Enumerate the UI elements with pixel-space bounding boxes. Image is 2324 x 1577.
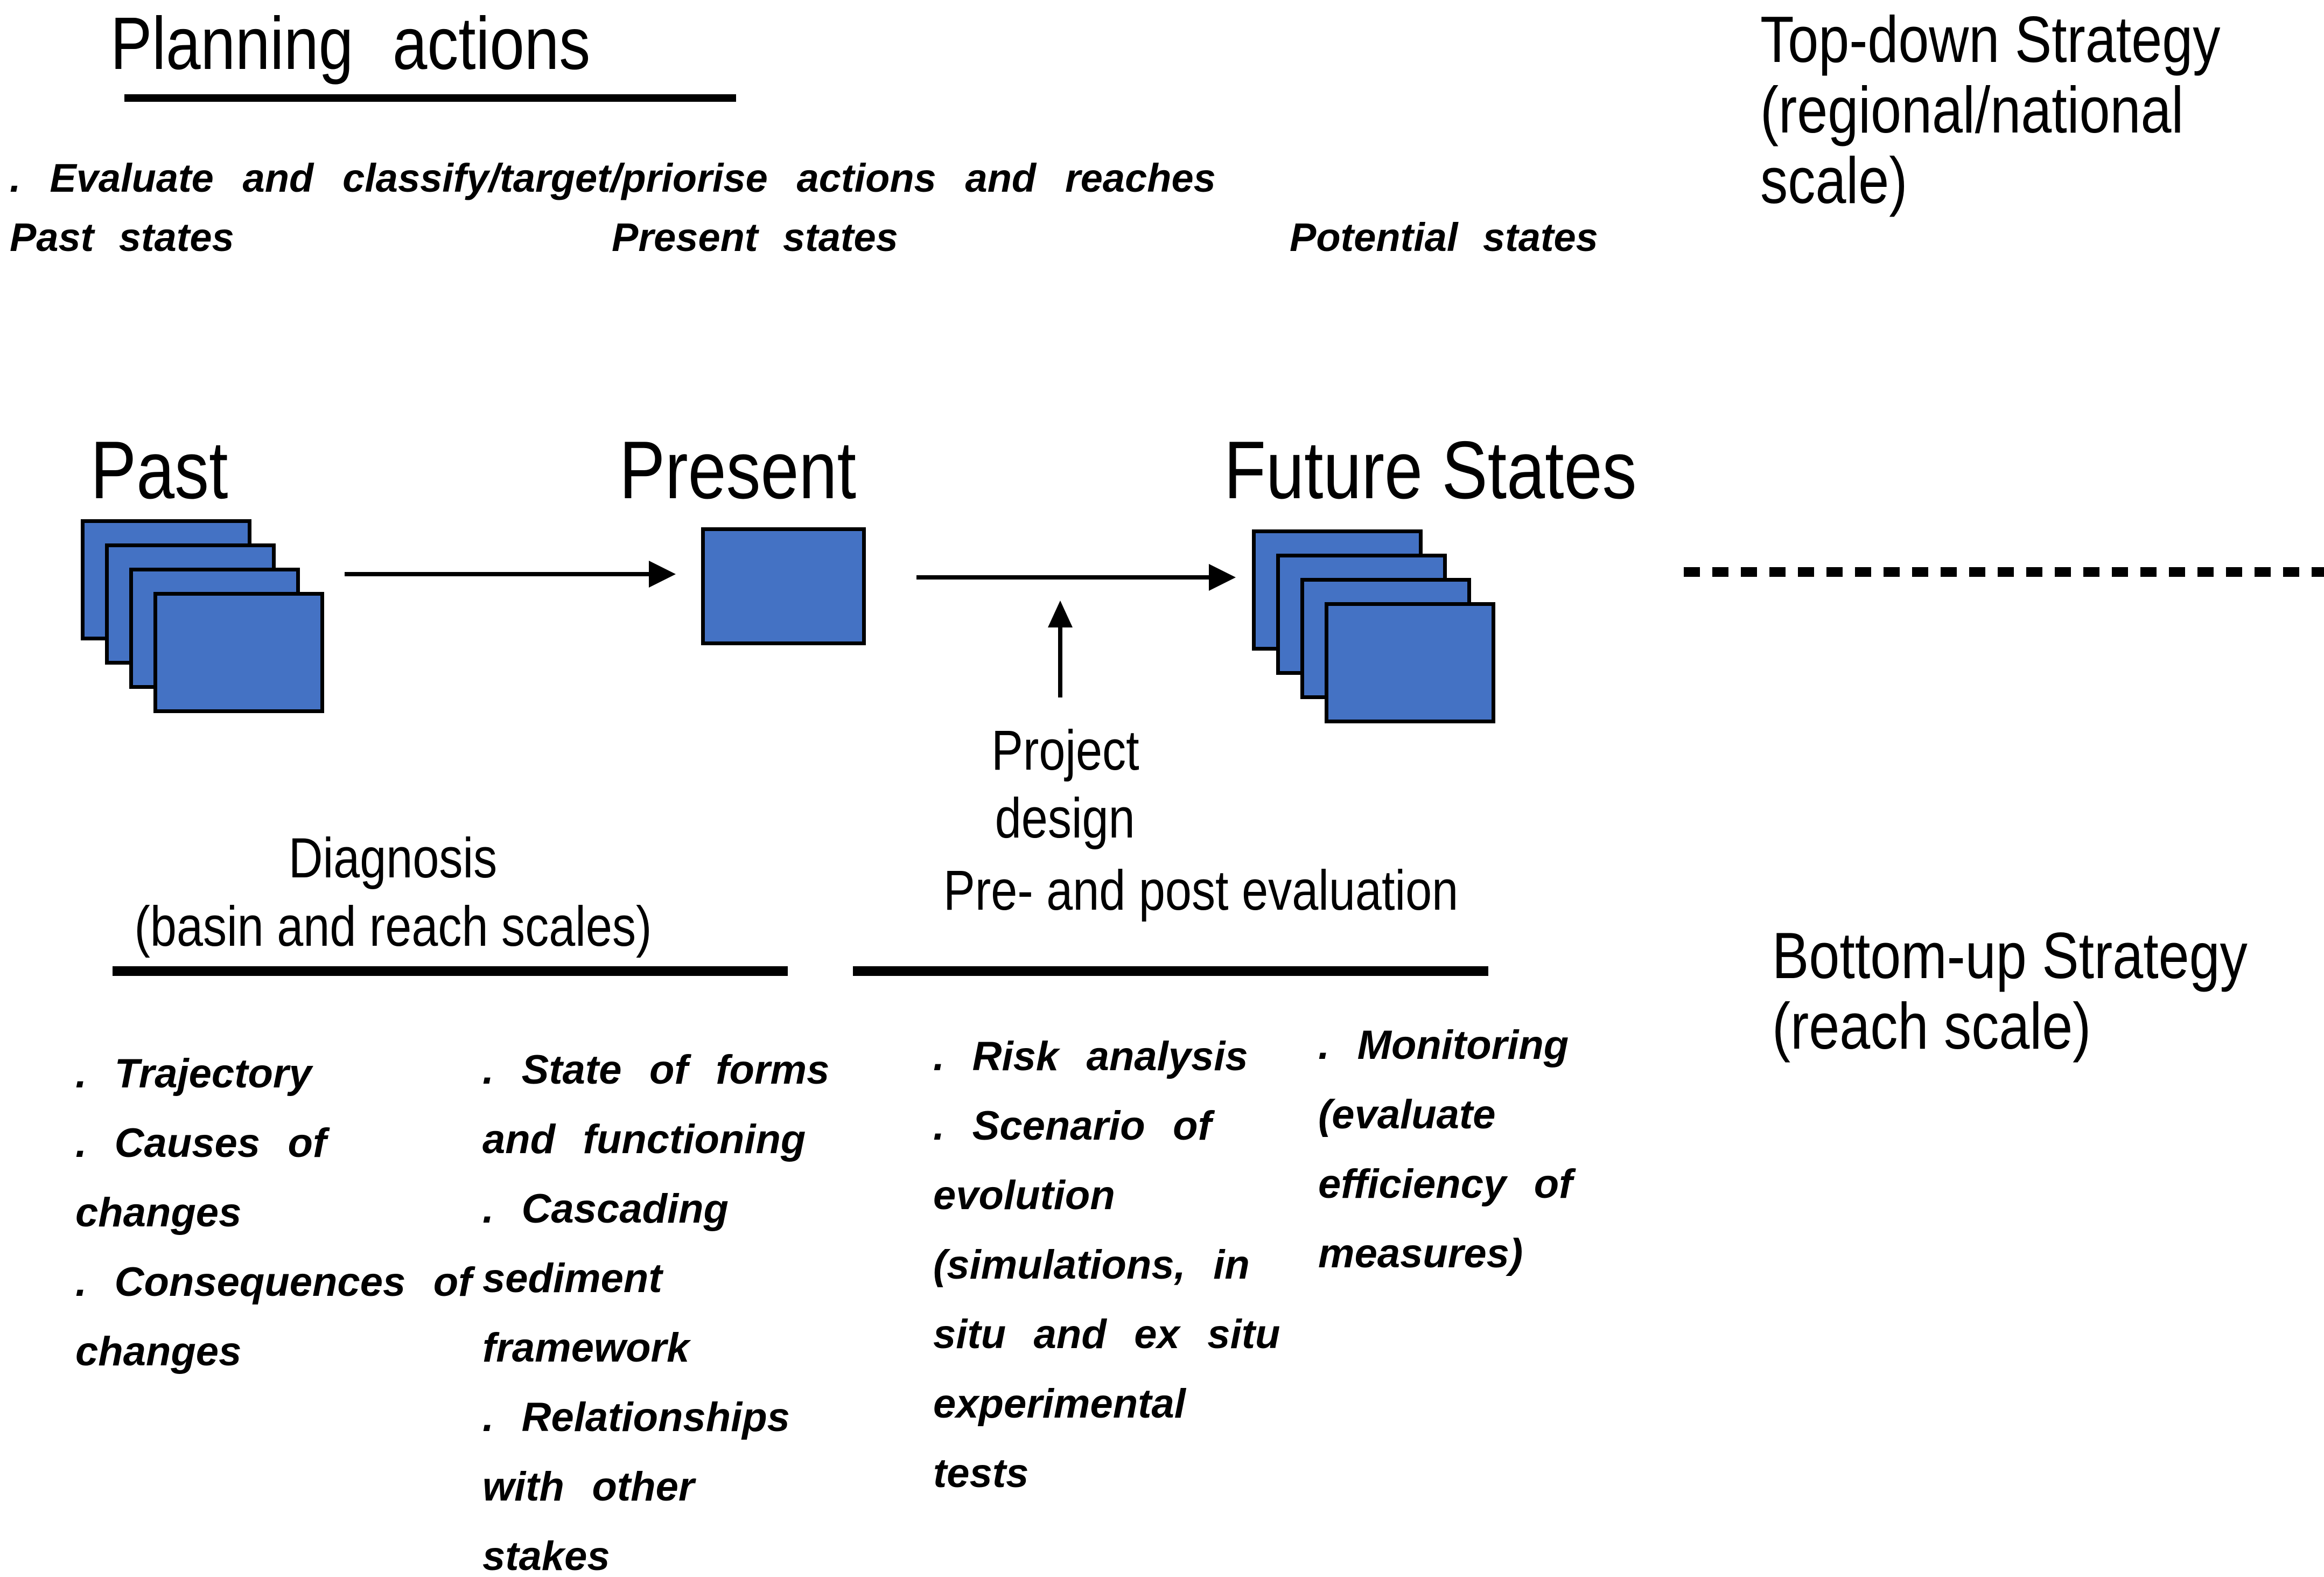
planning-actions-title-text: Planning actions [110,2,591,85]
project-design-line1-text: Project [991,719,1139,782]
list-item: . Risk analysis [933,1034,1248,1079]
top-down-strategy-label: Top-down Strategy (regional/national sca… [1760,4,2308,216]
evaluation-list-col2: . Monitoring (evaluate efficiency of mea… [1318,1010,1572,1288]
list-item: measures) [1318,1231,1523,1276]
evaluation-title: Pre- and post evaluation [878,857,1524,925]
present-heading-text: Present [619,424,857,516]
diagnosis-line2-text: (basin and reach scales) [134,895,652,958]
planning-actions-title: Planning actions [110,1,682,87]
diagnosis-title: Diagnosis (basin and reach scales) [43,824,743,961]
list-item: situ and ex situ [933,1311,1280,1357]
future-state-card [1325,602,1495,723]
bottom-up-strategy-line2-text: (reach scale) [1772,989,2091,1063]
planning-underline [124,94,736,102]
diagnosis-list-col1: . Trajectory . Causes of changes . Conse… [75,1039,472,1386]
past-states-stack [81,519,328,718]
bottom-up-strategy-line1: Bottom-up Strategy [1772,920,2324,991]
list-item: sediment [482,1255,662,1301]
list-item: experimental [933,1381,1186,1427]
present-state-box [701,527,866,645]
list-item: changes [75,1190,242,1236]
list-item: . Consequences of [75,1259,472,1305]
top-down-strategy-line3: scale) [1760,145,2308,216]
past-state-card [153,592,324,713]
top-down-strategy-line1: Top-down Strategy [1760,4,2308,75]
future-states-heading: Future States [1224,425,1715,515]
arrow-shaft [916,575,1212,580]
top-down-strategy-line1-text: Top-down Strategy [1760,3,2221,76]
list-item: . Scenario of [933,1103,1212,1149]
list-item: evolution [933,1173,1115,1218]
list-item: efficiency of [1318,1161,1573,1207]
future-states-stack [1252,529,1500,729]
arrow-shaft [1058,626,1062,697]
present-heading: Present [619,425,901,515]
list-item: (simulations, in [933,1242,1250,1288]
list-item: . Monitoring [1318,1022,1569,1068]
list-item: changes [75,1329,242,1374]
list-item: (evaluate [1318,1092,1496,1138]
arrow-past-to-present-icon [345,561,676,588]
top-down-strategy-line2: (regional/national [1760,75,2308,145]
arrow-head-right-icon [1209,564,1236,591]
bottom-up-strategy-line1-text: Bottom-up Strategy [1772,919,2248,992]
list-item: . Causes of [75,1120,327,1166]
top-down-strategy-line3-text: scale) [1760,144,1908,217]
list-item: with other [482,1464,695,1510]
list-item: . Relationships [482,1394,790,1440]
potential-states-label: Potential states [1290,215,1598,260]
diagnosis-line2: (basin and reach scales) [43,892,743,961]
top-down-strategy-line2-text: (regional/national [1760,73,2184,146]
arrow-present-to-future-icon [916,564,1236,591]
project-design-line2: design [904,785,1227,853]
diagnosis-line1-text: Diagnosis [289,827,498,890]
project-design-label: Project design [904,717,1227,853]
list-item: stakes [482,1533,610,1577]
past-heading-text: Past [90,424,228,516]
past-states-label: Past states [10,215,234,260]
list-item: and functioning [482,1117,806,1162]
evaluation-underline [853,966,1488,976]
arrow-head-up-icon [1048,601,1073,627]
future-states-heading-text: Future States [1224,424,1637,516]
planning-bullet-item: . Evaluate and classify/target/priorise … [10,156,1216,200]
present-states-label: Present states [612,215,898,260]
past-heading: Past [90,425,254,515]
project-design-line1: Project [904,717,1227,785]
bottom-up-strategy-label: Bottom-up Strategy (reach scale) [1772,920,2324,1062]
arrow-shaft [345,572,652,576]
dashed-strategy-divider-line [1684,567,2324,577]
diagnosis-list-col2: . State of forms and functioning . Casca… [482,1035,829,1577]
diagnosis-underline [113,966,788,976]
bottom-up-strategy-line2: (reach scale) [1772,991,2324,1062]
list-item: framework [482,1325,690,1371]
list-item: . Trajectory [75,1051,312,1097]
list-item: . Cascading [482,1186,729,1232]
diagnosis-line1: Diagnosis [43,824,743,892]
arrow-head-right-icon [649,561,676,588]
list-item: tests [933,1450,1029,1496]
evaluation-title-text: Pre- and post evaluation [943,859,1459,922]
arrow-project-design-up-icon [1048,601,1073,697]
evaluation-list-col1: . Risk analysis . Scenario of evolution … [933,1022,1280,1508]
project-design-line2-text: design [995,787,1135,850]
list-item: . State of forms [482,1047,830,1093]
